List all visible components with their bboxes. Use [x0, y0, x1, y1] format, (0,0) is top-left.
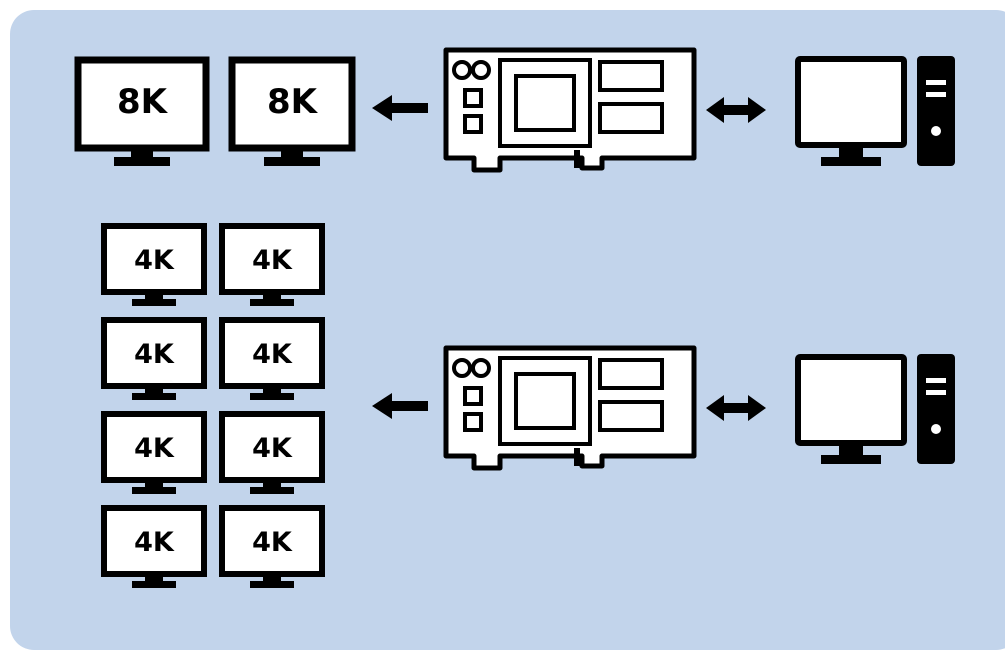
display-4k: 4K	[219, 223, 325, 306]
left-arrow-icon	[372, 393, 428, 419]
display-grid-4k: 4K 4K 4K 4K 4K 4K 4K 4K	[101, 223, 325, 588]
monitor-icon	[219, 317, 325, 389]
diagram-svg: 8K 8K 4K 4K 4K	[74, 0, 1005, 588]
graphics-card-icon	[446, 50, 694, 170]
monitor-icon	[219, 223, 325, 295]
monitor-icon	[101, 505, 207, 577]
display-label: 4K	[134, 339, 175, 370]
graphics-card-icon	[446, 348, 694, 468]
double-arrow-icon	[706, 97, 766, 123]
double-arrow-icon	[706, 395, 766, 421]
bottom-row: 4K 4K 4K 4K 4K 4K 4K 4K	[101, 223, 955, 588]
display-4k: 4K	[219, 317, 325, 400]
display-8k-2: 8K	[228, 56, 356, 166]
left-arrow-icon	[372, 95, 428, 121]
display-label: 4K	[252, 339, 293, 370]
display-label: 4K	[134, 245, 175, 276]
diagram-canvas: 8K 8K 4K 4K 4K	[10, 0, 1005, 650]
display-4k: 4K	[219, 505, 325, 588]
monitor-icon	[74, 56, 210, 152]
desktop-computer-icon	[798, 56, 955, 166]
display-4k: 4K	[101, 317, 207, 400]
display-label: 4K	[134, 433, 175, 464]
display-4k: 4K	[101, 505, 207, 588]
display-label: 4K	[252, 245, 293, 276]
display-label: 8K	[117, 82, 169, 122]
top-row: 8K 8K	[74, 50, 955, 170]
display-label: 4K	[252, 527, 293, 558]
monitor-icon	[219, 411, 325, 483]
monitor-icon	[101, 223, 207, 295]
display-4k: 4K	[101, 411, 207, 494]
desktop-computer-icon	[798, 354, 955, 464]
display-label: 4K	[252, 433, 293, 464]
display-4k: 4K	[219, 411, 325, 494]
display-8k-1: 8K	[74, 56, 210, 166]
display-4k: 4K	[101, 223, 207, 306]
display-label: 8K	[267, 82, 319, 122]
display-label: 4K	[134, 527, 175, 558]
